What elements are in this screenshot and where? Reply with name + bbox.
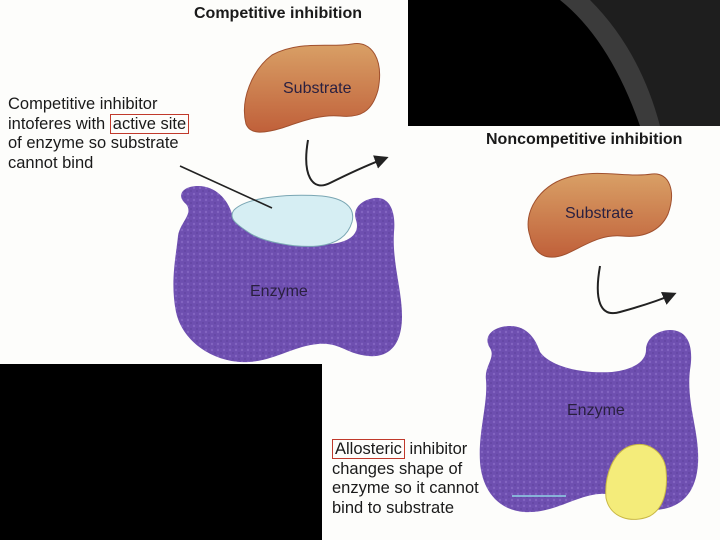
black-block: [408, 0, 558, 126]
competitive-caption: Competitive inhibitor intoferes with act…: [8, 95, 190, 173]
left-panel-lower-background: [322, 364, 408, 540]
enzyme-shape: [173, 186, 402, 363]
caption-line: bind to substrate: [332, 498, 454, 517]
allosteric-term: Allosteric: [332, 439, 405, 459]
allosteric-inhibitor: [605, 444, 667, 520]
noncompetitive-caption: Allosteric inhibitor changes shape of en…: [332, 439, 479, 518]
competitive-title: Competitive inhibition: [194, 5, 362, 22]
enzyme-label: Enzyme: [250, 283, 308, 300]
enzyme-label-right: Enzyme: [567, 402, 625, 419]
competitive-inhibitor: [231, 194, 354, 247]
substrate-shape: [243, 43, 380, 133]
caption-line: cannot bind: [8, 153, 94, 172]
substrate-label: Substrate: [283, 80, 352, 97]
caption-pointer-line: [179, 165, 273, 209]
caption-text: intoferes with: [8, 114, 110, 133]
substrate-shape-right: [527, 172, 672, 258]
caption-line: changes shape of: [332, 459, 463, 478]
caption-line: enzyme so it cannot: [332, 479, 479, 497]
caption-text: inhibitor: [404, 440, 468, 458]
caption-line: Allosteric inhibitor: [332, 439, 479, 460]
caption-line: of enzyme so substrate: [8, 134, 179, 152]
caption-line: Competitive inhibitor: [8, 95, 158, 113]
active-site-term: active site: [109, 113, 190, 134]
noncompetitive-title: Noncompetitive inhibition: [486, 131, 683, 148]
caption-line: intoferes with active site: [8, 113, 190, 135]
substrate-label-right: Substrate: [565, 205, 634, 222]
binding-arrow-right: [596, 265, 677, 315]
binding-arrow: [305, 139, 389, 187]
corner-decoration-inner: [590, 0, 720, 126]
